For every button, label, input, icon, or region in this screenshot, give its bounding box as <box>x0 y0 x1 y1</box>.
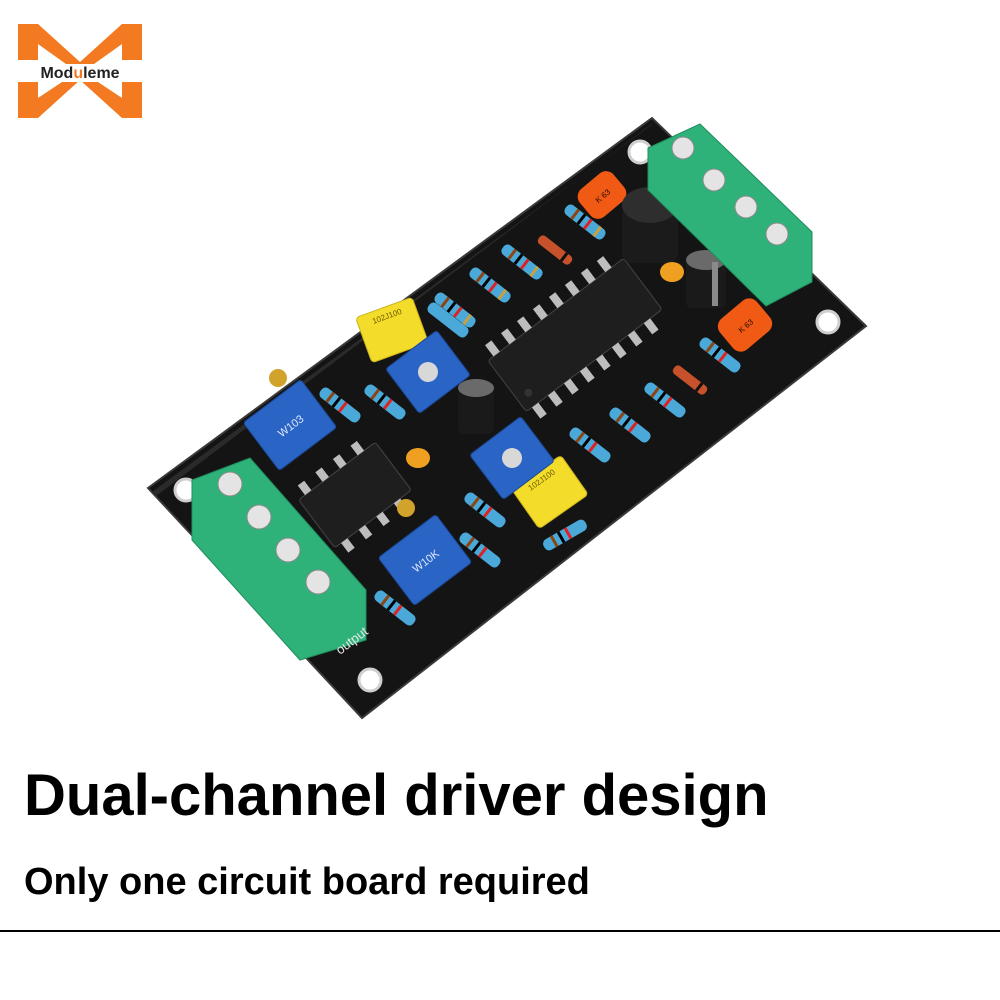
resistors <box>319 204 741 626</box>
ic-chip-large <box>485 256 662 419</box>
orange-capacitor-2: K 63 <box>717 298 773 352</box>
trimmer-pot-1: W103 <box>243 380 337 470</box>
ic-chip-small <box>297 440 411 553</box>
film-capacitor-1: 102J100 <box>356 297 428 363</box>
product-image: 102J100 102J100 K 63 K 63 W103 <box>146 116 868 720</box>
trimmer-pot-3 <box>470 417 554 499</box>
trimmer-pot-2 <box>386 331 470 413</box>
logo-text-accent: u <box>73 65 83 82</box>
orange-capacitor-1: K 63 <box>577 171 627 219</box>
trimmer-pot-4: W10K <box>378 515 472 605</box>
ceramic-capacitors <box>406 262 684 468</box>
diodes <box>537 235 708 395</box>
svg-text:Moduleme: Moduleme <box>40 65 119 82</box>
terminal-block-output <box>191 457 367 661</box>
logo-text-part2: leme <box>83 65 120 82</box>
divider-line <box>0 930 1000 932</box>
headline: Dual-channel driver design <box>24 763 769 828</box>
terminal-block-input <box>647 123 813 307</box>
subheadline: Only one circuit board required <box>24 861 590 903</box>
moduleme-logo: Moduleme <box>10 24 150 118</box>
electrolytic-capacitor-2 <box>458 379 494 434</box>
logo-text-part1: Mod <box>40 65 73 82</box>
